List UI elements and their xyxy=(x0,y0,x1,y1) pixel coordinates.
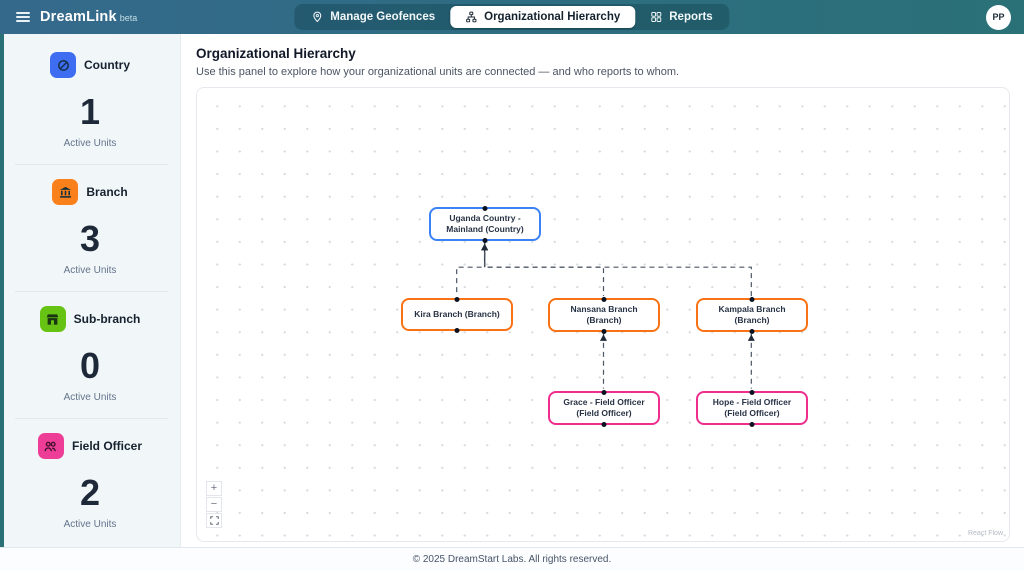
zoom-out-button[interactable]: − xyxy=(206,497,222,512)
tab-organizational-hierarchy[interactable]: Organizational Hierarchy xyxy=(450,6,636,28)
stat-label: Branch xyxy=(86,185,128,199)
tab-manage-geofences[interactable]: Manage Geofences xyxy=(296,6,450,28)
page-subtitle: Use this panel to explore how your organ… xyxy=(196,66,680,78)
tab-reports[interactable]: Reports xyxy=(635,6,727,28)
bottom-handle[interactable] xyxy=(601,421,607,427)
stat-label: Field Officer xyxy=(71,439,142,453)
header-right: PP xyxy=(514,4,1024,30)
stat-label: Sub-branch xyxy=(73,312,141,326)
zoom-in-button[interactable]: + xyxy=(206,481,222,496)
top-handle[interactable] xyxy=(454,296,460,302)
divider xyxy=(15,418,168,419)
top-handle[interactable] xyxy=(482,205,488,211)
stat-field-officer: Field Officer 2 Active Units xyxy=(0,433,180,530)
edge-kampala-to-uganda xyxy=(484,243,752,297)
edge-kira-to-uganda xyxy=(456,243,486,297)
react-flow-attribution: React Flow xyxy=(967,530,1003,537)
flow-node-kira[interactable]: Kira Branch (Branch) xyxy=(401,296,513,333)
store-icon xyxy=(39,306,66,332)
divider xyxy=(15,164,168,165)
bottom-handle[interactable] xyxy=(482,237,488,243)
flow-node-uganda[interactable]: Uganda Country - Mainland (Country) xyxy=(429,205,541,243)
hierarchy-icon xyxy=(465,11,477,23)
top-handle[interactable] xyxy=(601,389,607,395)
map-pin-icon xyxy=(311,11,323,23)
fit-view-button[interactable] xyxy=(206,513,222,528)
bank-icon xyxy=(52,179,79,205)
flow-edges xyxy=(456,242,755,389)
stat-value: 1 xyxy=(79,91,101,132)
react-flow-canvas[interactable]: Uganda Country - Mainland (Country) Kira … xyxy=(196,87,1010,542)
edge-arrowhead xyxy=(747,334,755,341)
divider xyxy=(15,291,168,292)
stat-sub-branch: Sub-branch 0 Active Units xyxy=(0,306,180,403)
main-panel: Organizational Hierarchy Use this panel … xyxy=(181,34,1024,547)
sidebar-accent-strip xyxy=(0,34,4,547)
top-handle[interactable] xyxy=(749,296,755,302)
copyright-text: © 2025 DreamStart Labs. All rights reser… xyxy=(412,554,612,565)
stat-value: 0 xyxy=(79,345,101,386)
node-label: Hope - Field Officer (Field Officer) xyxy=(712,396,792,418)
reports-grid-icon xyxy=(650,11,662,23)
flow-node-nansana[interactable]: Nansana Branch (Branch) xyxy=(548,296,660,334)
brand-beta-badge: beta xyxy=(119,13,138,23)
edge-arrowhead xyxy=(481,243,489,251)
flow-controls: + − xyxy=(206,481,222,528)
bottom-handle[interactable] xyxy=(749,421,755,427)
page-title: Organizational Hierarchy xyxy=(196,46,356,61)
tab-label: Manage Geofences xyxy=(330,11,436,23)
globe-icon xyxy=(50,52,76,78)
users-icon xyxy=(37,433,64,459)
nav-tabbar: Manage Geofences Organizational Hierarch… xyxy=(294,4,730,30)
flow-node-grace[interactable]: Grace - Field Officer (Field Officer) xyxy=(548,389,660,427)
stat-label: Country xyxy=(84,58,130,72)
brand-name: DreamLink xyxy=(40,9,117,25)
bottom-handle[interactable] xyxy=(749,328,755,334)
top-handle[interactable] xyxy=(749,389,755,395)
stat-country: Country 1 Active Units xyxy=(0,52,180,149)
node-label: Nansana Branch (Branch) xyxy=(570,303,638,325)
node-label: Kira Branch (Branch) xyxy=(414,308,500,319)
stat-caption: Active Units xyxy=(63,519,117,530)
bottom-handle[interactable] xyxy=(601,328,607,334)
bottom-handle[interactable] xyxy=(454,327,460,333)
flow-node-hope[interactable]: Hope - Field Officer (Field Officer) xyxy=(696,389,808,427)
node-label: Uganda Country - Mainland (Country) xyxy=(446,212,524,234)
top-handle[interactable] xyxy=(601,296,607,302)
stat-caption: Active Units xyxy=(63,138,117,149)
edge-nansana-to-uganda xyxy=(484,243,605,297)
stat-caption: Active Units xyxy=(63,392,117,403)
stat-value: 2 xyxy=(79,472,101,513)
menu-icon[interactable] xyxy=(16,12,30,22)
stat-branch: Branch 3 Active Units xyxy=(0,179,180,276)
stat-caption: Active Units xyxy=(63,265,117,276)
stat-value: 3 xyxy=(79,218,101,259)
node-label: Grace - Field Officer (Field Officer) xyxy=(563,396,645,418)
stats-sidebar: Country 1 Active Units Branch 3 Active U… xyxy=(0,34,181,547)
footer: © 2025 DreamStart Labs. All rights reser… xyxy=(0,547,1024,571)
flow-node-kampala[interactable]: Kampala Branch (Branch) xyxy=(696,296,808,334)
tab-label: Organizational Hierarchy xyxy=(484,11,621,23)
node-label: Kampala Branch (Branch) xyxy=(718,303,786,325)
edge-arrowhead xyxy=(600,334,607,341)
user-avatar[interactable]: PP xyxy=(986,4,1011,30)
tab-label: Reports xyxy=(669,11,713,23)
